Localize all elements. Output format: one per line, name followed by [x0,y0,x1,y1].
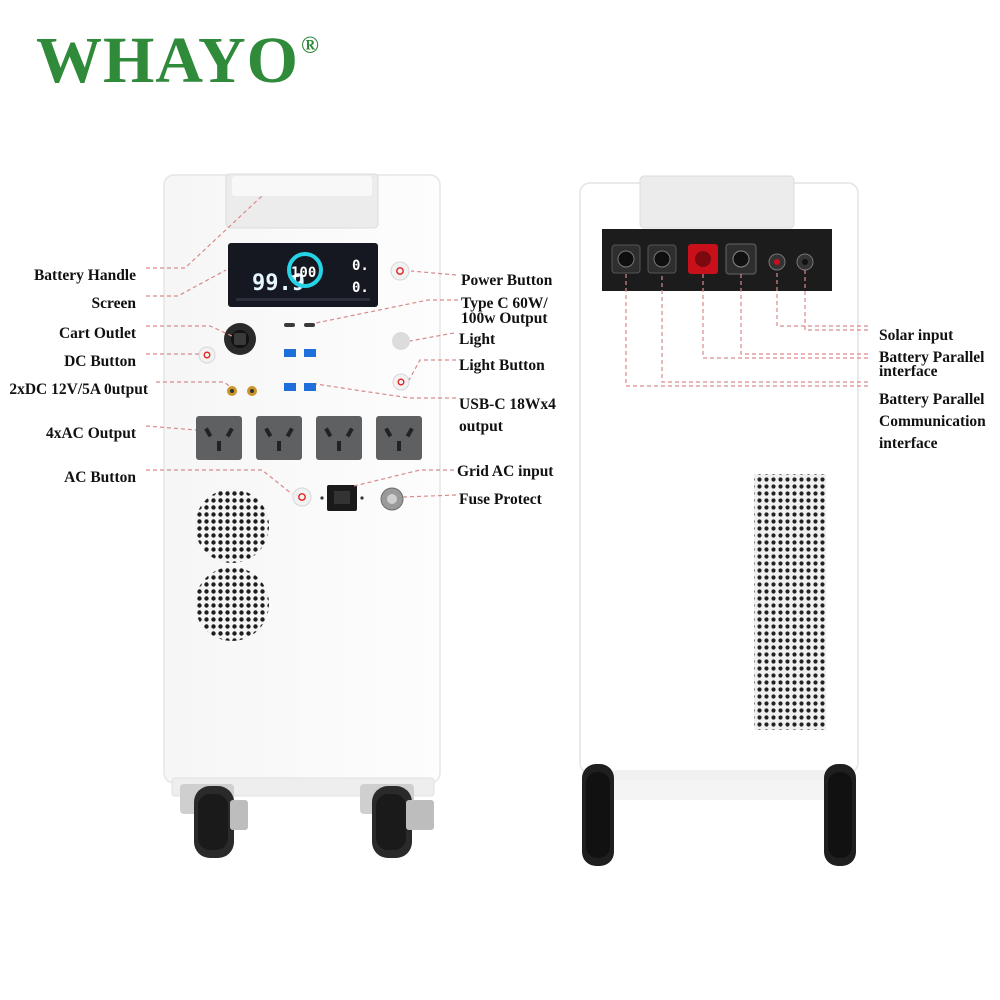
label-type-c: Type C 60W/ 100w Output [461,295,548,327]
label-communication-line1: Battery Parallel [879,391,985,408]
dc-12v-ports[interactable] [227,386,257,396]
brand-name: WHAYO [36,24,299,97]
label-light: Light [459,331,496,348]
vent-upper [195,489,269,563]
front-unit: 99.9 100 0. 0. [163,173,441,858]
back-handle [639,175,795,229]
label-type-c-line1: Type C 60W/ [461,295,548,312]
solar-input-ports[interactable] [768,253,814,271]
label-screen: Screen [91,295,136,312]
label-dc-button: DC Button [64,353,136,370]
label-usb-c-line2: output [459,418,503,435]
label-battery-parallel-line2: interface [879,363,938,380]
screen-ring-value: 100 [291,265,316,281]
registered-mark: ® [300,33,320,59]
label-type-c-line2: 100w Output [461,310,548,327]
label-battery-parallel: Battery Parallel interface [879,349,985,380]
ac-button[interactable] [292,487,312,507]
back-unit [579,175,859,866]
label-battery-parallel-line1: Battery Parallel [879,349,985,366]
grid-ac-inlet[interactable] [320,485,364,511]
power-button[interactable] [390,261,410,281]
label-cart-outlet: Cart Outlet [58,325,136,342]
cart-outlet[interactable] [224,323,256,355]
brand-logo: WHAYO® [36,28,320,94]
battery-parallel-ports[interactable] [688,243,757,275]
display-screen: 99.9 100 0. 0. [228,243,378,307]
communication-ports[interactable] [611,244,677,274]
label-solar-input: Solar input [879,327,954,344]
label-communication-line3: interface [879,435,938,452]
screen-right-top: 0. [352,258,369,274]
fuse-protect[interactable] [380,487,404,511]
label-power-button: Power Button [461,272,553,289]
usb-ports-lower[interactable] [284,383,316,391]
dc-button[interactable] [198,346,216,364]
front-wheels [180,784,434,858]
usb-ports-upper[interactable] [284,349,316,357]
label-usb-c: USB-C 18Wx4 output [459,394,556,438]
label-battery-handle: Battery Handle [33,267,136,284]
label-communication: Battery Parallel Communication interface [879,389,986,455]
back-vent [754,474,826,730]
label-fuse-protect: Fuse Protect [459,491,542,508]
back-wheels [582,764,856,866]
type-c-ports[interactable] [284,323,315,327]
light-lamp [392,332,410,350]
label-communication-line2: Communication [879,413,986,430]
label-grid-ac-input: Grid AC input [457,463,554,480]
label-ac-button: AC Button [64,469,136,486]
label-light-button: Light Button [459,357,545,374]
label-dc-output: 2xDC 12V/5A 0utput [9,381,148,398]
ac-outlets[interactable] [196,416,422,460]
battery-handle [225,173,379,229]
light-button[interactable] [392,373,410,391]
label-usb-c-line1: USB-C 18Wx4 [459,396,556,413]
screen-right-bottom: 0. [352,280,369,296]
leader-lines [145,195,868,498]
label-ac-output: 4xAC Output [45,425,136,442]
vent-lower [195,567,269,641]
